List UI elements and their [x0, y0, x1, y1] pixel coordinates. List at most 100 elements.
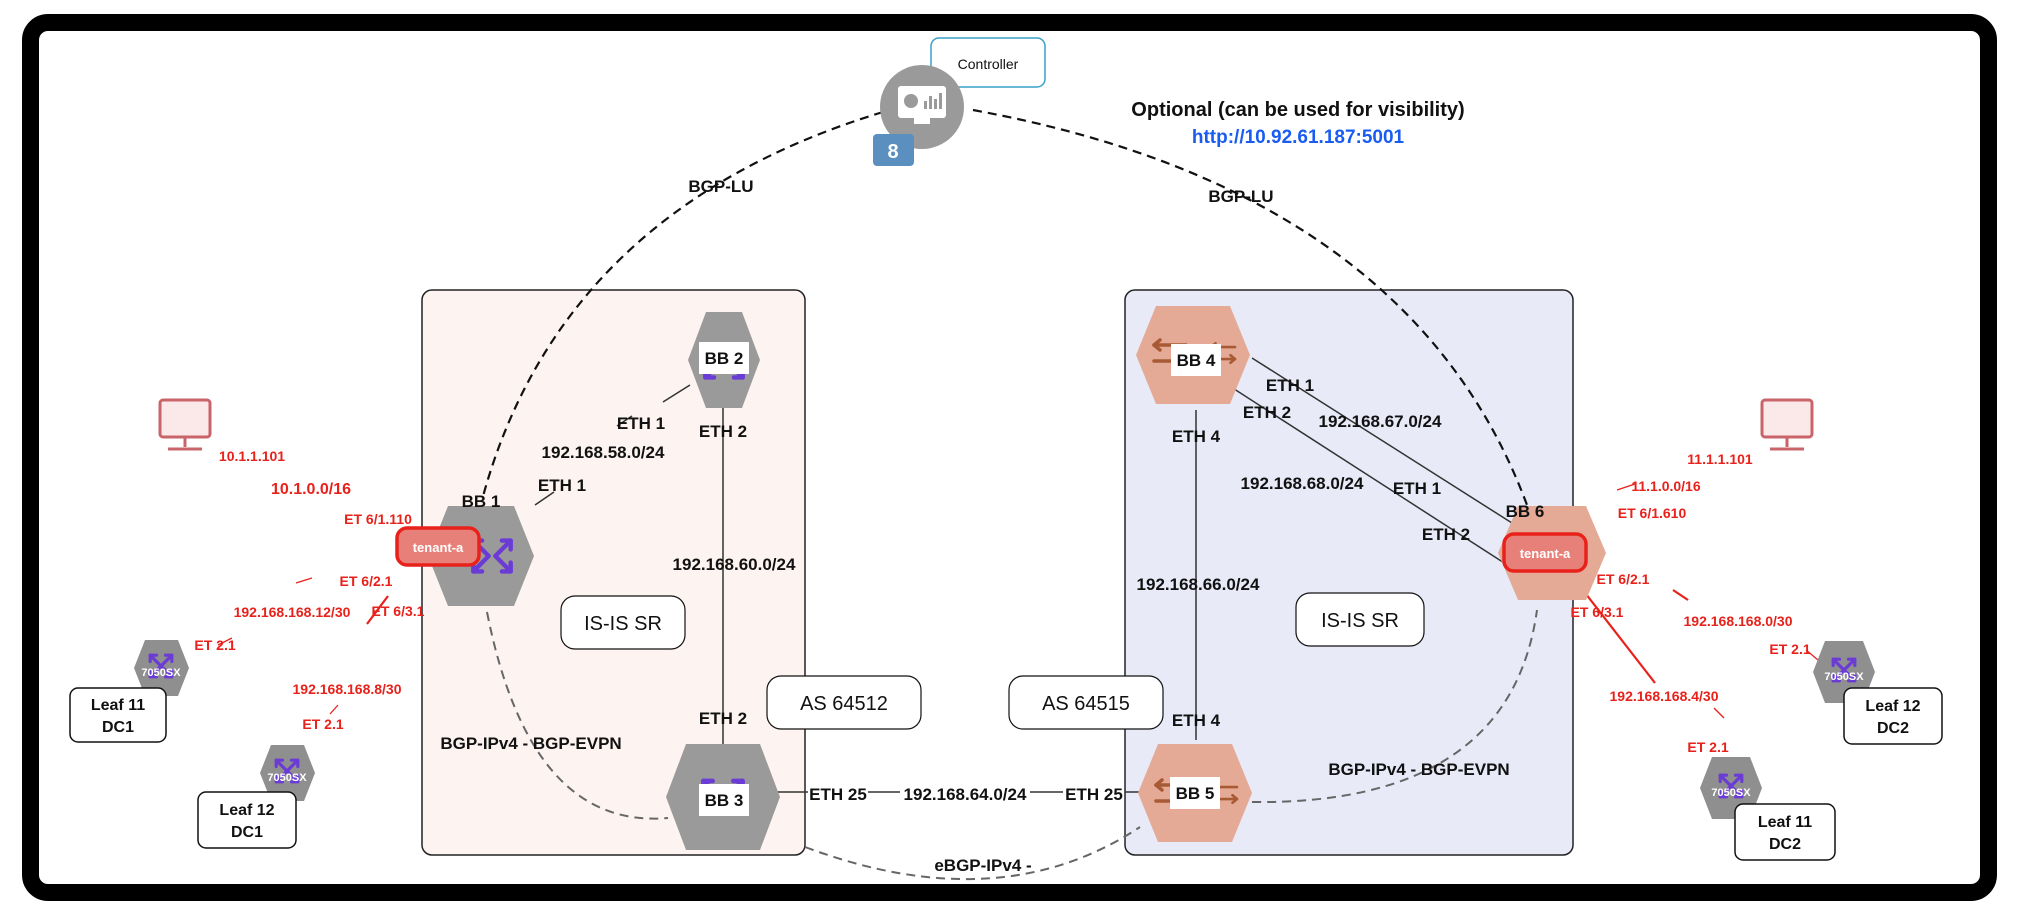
bb2-label: BB 2 [705, 349, 744, 368]
bb5-eth4-label: ETH 4 [1172, 711, 1221, 730]
dc1-leaf11-line1: Leaf 11 [91, 697, 145, 714]
dc1-leaf11-box [69, 687, 167, 743]
dc2-et21b-label: ET 2.1 [1687, 739, 1728, 755]
dc2-leaf12-model: 7050SX [1824, 671, 1864, 683]
controller-label: Controller [958, 56, 1019, 72]
bb1-tenant-label: tenant-a [413, 540, 464, 555]
bb3-eth2-label: ETH 2 [699, 709, 747, 728]
subnet-60-label: 192.168.60.0/24 [673, 555, 796, 574]
bb5-router[interactable]: BB 5 [1138, 744, 1252, 842]
bb6-tenant-box [1502, 532, 1588, 573]
dc1-computer-icon [158, 398, 212, 451]
subnet-58-label: 192.168.58.0/24 [542, 443, 665, 462]
bgp-lu-left-label: BGP-LU [688, 177, 753, 196]
as64512-box [766, 675, 922, 730]
bb1-eth1-label: ETH 1 [538, 476, 586, 495]
bb2-eth1-label: ETH 1 [617, 414, 665, 433]
dc1-et21a-label: ET 2.1 [194, 637, 235, 653]
subnet-66-label: 192.168.66.0/24 [1137, 575, 1260, 594]
link-dc1-a [295, 577, 313, 584]
dc2-et21a-label: ET 2.1 [1769, 641, 1810, 657]
bb5-label-box [1170, 777, 1220, 809]
dc2-leaf11-box [1734, 803, 1836, 861]
link-bb4-bb6-eth1 [1251, 357, 1513, 524]
bb4-router[interactable]: BB 4 [1136, 306, 1250, 404]
bb3-label: BB 3 [705, 791, 744, 810]
dc2-net0-label: 192.168.168.0/30 [1684, 613, 1793, 629]
link-bb1-bb2-a [534, 491, 555, 506]
dc1-host[interactable] [158, 398, 212, 451]
as64512-label: AS 64512 [800, 693, 888, 715]
dc2-leaf12-line2: DC2 [1877, 720, 1909, 737]
igp-right-box [1295, 592, 1425, 647]
dc2-et63-label: ET 6/3.1 [1571, 604, 1624, 620]
optional-note-title: Optional (can be used for visibility) [1131, 99, 1464, 121]
bb5-label: BB 5 [1176, 784, 1215, 803]
dc1-net8-label: 192.168.168.8/30 [293, 681, 402, 697]
bb5-eth25-label: ETH 25 [1065, 785, 1123, 804]
dc2-net4-label: 192.168.168.4/30 [1610, 688, 1719, 704]
dc1-net12-label: 192.168.168.12/30 [234, 604, 351, 620]
bgp-lu-left-line [480, 110, 884, 501]
monitor-icon [898, 86, 946, 118]
bb1-tenant-box [395, 526, 481, 567]
bb2-eth2-label: ETH 2 [699, 422, 747, 441]
bgp-lu-right-line [972, 108, 1529, 506]
cloud-badge-icon [873, 134, 914, 166]
dc2-leaf12-line1: Leaf 12 [1865, 698, 1920, 715]
link-bb1-bb2-c [662, 384, 691, 403]
bgp-lu-right-label: BGP-LU [1208, 187, 1273, 206]
bb2-router[interactable]: BB 2 [688, 312, 760, 408]
bb3-eth25-label: ETH 25 [809, 785, 867, 804]
bb4-eth1-label: ETH 1 [1266, 376, 1314, 395]
bb2-label-box [699, 342, 749, 374]
bgp-evpn-right-line [1251, 609, 1538, 804]
dc1-leaf12-box [197, 791, 297, 849]
bgp-evpn-right-label: BGP-IPv4 - BGP-EVPN [1328, 760, 1509, 779]
dc1-leaf12-model: 7050SX [267, 772, 307, 784]
dc2-et61-label: ET 6/1.610 [1618, 505, 1687, 521]
controller-label-box [930, 37, 1046, 88]
link-dc1-c [329, 704, 339, 715]
link-dc2-b [1805, 649, 1819, 661]
optional-note-url[interactable]: http://10.92.61.187:5001 [1192, 127, 1405, 148]
dc1-leaf11[interactable]: 7050SX Leaf 11 DC1 [69, 640, 189, 743]
dc1-et63-label: ET 6/3.1 [372, 603, 425, 619]
dc2-host[interactable] [1760, 398, 1814, 451]
subnet-68-label: 192.168.68.0/24 [1241, 474, 1364, 493]
as64515-box [1008, 675, 1164, 730]
dc1-et21b-label: ET 2.1 [302, 716, 343, 732]
dc2-computer-icon [1760, 398, 1814, 451]
dc2-leaf12[interactable]: 7050SX Leaf 12 DC2 [1813, 641, 1943, 745]
link-dc1-b [217, 637, 233, 646]
dc1-leaf11-line2: DC1 [102, 719, 134, 736]
pie-chart-icon [904, 94, 918, 108]
dc1-et61-label: ET 6/1.110 [344, 511, 412, 527]
bb3-router[interactable]: BB 3 [666, 744, 780, 850]
diagram-frame [22, 14, 1997, 901]
subnet-64-label: 192.168.64.0/24 [904, 785, 1027, 804]
link-bb1-bb2-b [616, 415, 633, 427]
bb1-router[interactable]: tenant-a BB 1 [395, 492, 534, 606]
igp-left-box [560, 595, 686, 650]
dc2-leaf11-line2: DC2 [1769, 836, 1801, 853]
ebgp-line [804, 826, 1141, 881]
subnet-67-label: 192.168.67.0/24 [1319, 412, 1442, 431]
link-dc2-c [1713, 707, 1725, 719]
bb6-eth2-label: ETH 2 [1422, 525, 1470, 544]
dc1-leaf12[interactable]: 7050SX Leaf 12 DC1 [197, 745, 315, 849]
bb4-eth4-label: ETH 4 [1172, 427, 1221, 446]
bb4-eth2-label: ETH 2 [1243, 403, 1291, 422]
dc2-et62-label: ET 6/2.1 [1597, 571, 1650, 587]
controller-node[interactable]: Controller 8 [873, 37, 1046, 166]
monitor-stand-icon [914, 118, 930, 124]
bb4-label: BB 4 [1177, 351, 1216, 370]
bgp-evpn-left-label: BGP-IPv4 - BGP-EVPN [440, 734, 621, 753]
dc1-leaf12-line1: Leaf 12 [219, 802, 274, 819]
link-bb1-leaf12-dc1 [366, 595, 389, 625]
dc2-leaf11-model: 7050SX [1711, 787, 1751, 799]
dc2-leaf11-line1: Leaf 11 [1758, 814, 1812, 831]
dc2-leaf11[interactable]: 7050SX Leaf 11 DC2 [1700, 757, 1836, 861]
dc2-leaf12-box [1843, 687, 1943, 745]
bb6-router[interactable]: tenant-a BB 6 [1498, 502, 1606, 600]
